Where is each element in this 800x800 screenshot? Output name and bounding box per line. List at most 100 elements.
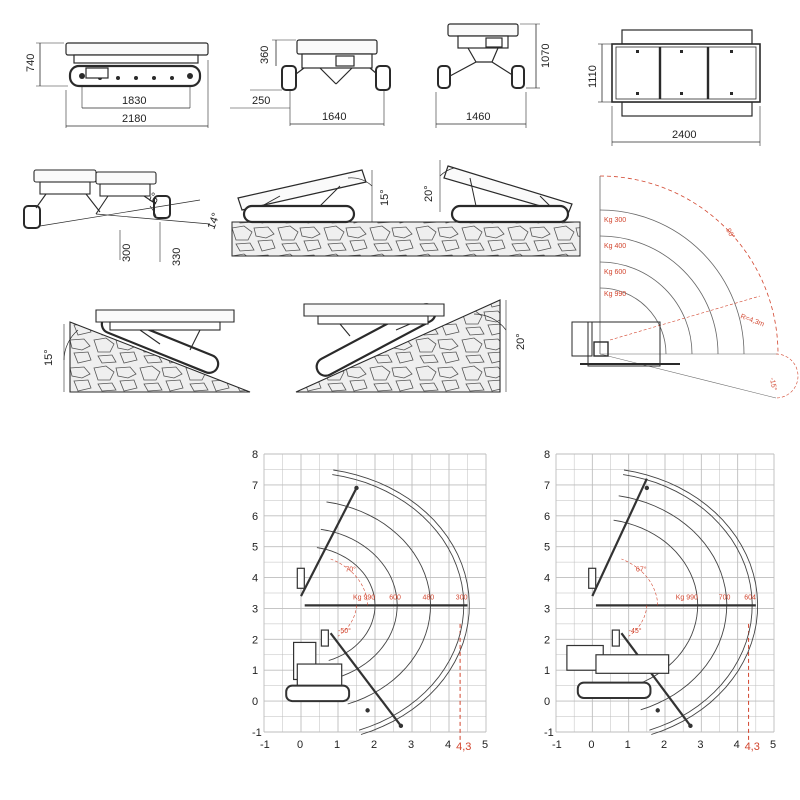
x-tick-label: -1 (552, 739, 562, 751)
hook-block (588, 567, 597, 589)
raised-angle-arc (330, 558, 368, 606)
reach-load-600: Kg 600 (604, 269, 626, 276)
boom-lowered (329, 632, 402, 727)
boom-pin (644, 485, 650, 491)
step-angle-large: 14° (206, 211, 223, 231)
lowered-width-label: 1640 (322, 111, 346, 123)
outer-reach-arc (623, 469, 759, 735)
tilt-right-machine (439, 160, 573, 224)
reach-side-label: -15° (768, 377, 778, 391)
machine-track (285, 684, 351, 703)
boom-lowered (620, 632, 692, 727)
side-height-label: 740 (25, 54, 37, 72)
raised-width-label: 1460 (466, 111, 490, 123)
y-tick-label: 2 (544, 634, 550, 646)
y-tick-label: 1 (544, 665, 550, 677)
y-tick-label: 2 (252, 634, 258, 646)
x-tick-label: 2 (661, 739, 667, 751)
reach-arc-label: 90° (724, 227, 736, 240)
load-arc (623, 474, 753, 731)
y-tick-label: 5 (252, 542, 258, 554)
x-tick-label: 5 (770, 739, 776, 751)
y-tick-label: 3 (544, 603, 550, 615)
y-tick-label: 0 (544, 696, 550, 708)
x-tick-label: 1 (334, 739, 340, 751)
boom-pin (655, 708, 660, 713)
boom-raised (300, 487, 358, 597)
y-tick-label: 5 (544, 542, 550, 554)
y-tick-label: 4 (252, 573, 258, 585)
raised-angle-label: 67° (636, 565, 647, 573)
top-length-label: 2400 (672, 129, 696, 141)
x-tick-label: 4 (445, 739, 451, 751)
top-view (598, 29, 761, 146)
slope-left-view (63, 309, 251, 393)
raised-height-label: 1070 (540, 44, 552, 68)
y-tick-label: -1 (252, 727, 262, 739)
hook-block (611, 629, 620, 647)
machine-track (576, 681, 652, 700)
hook-block (320, 629, 329, 647)
boom-raised (591, 478, 648, 597)
hook-block (296, 567, 305, 589)
step-leveling-view (23, 169, 211, 262)
front-view-lowered (230, 39, 391, 126)
x-tick-label: 3 (697, 739, 703, 751)
load-arc (618, 495, 728, 711)
ground-clearance-label: 250 (252, 95, 270, 107)
y-tick-label: 6 (252, 511, 258, 523)
tilt-left-angle: 15° (379, 189, 391, 206)
x-tick-label: 5 (482, 739, 488, 751)
x-tick-label: -1 (260, 739, 270, 751)
step-angle-small: 5° (148, 191, 163, 205)
boom-pin (365, 708, 370, 713)
y-tick-label: -1 (544, 727, 554, 739)
y-tick-label: 8 (544, 449, 550, 461)
tilt-right-angle: 20° (423, 185, 435, 202)
side-view (36, 42, 209, 128)
reach-radius-label: R=4,3m (739, 313, 765, 328)
lowered-angle-label: -45° (629, 627, 642, 635)
y-tick-label: 3 (252, 603, 258, 615)
load-arc (332, 474, 465, 731)
x-tick-label: 1 (625, 739, 631, 751)
x-tick-label: 0 (297, 739, 303, 751)
boom-pin (398, 723, 404, 729)
crane-reach-view (571, 175, 799, 399)
lowered-angle-arc (628, 605, 648, 637)
lowered-height-label: 360 (259, 46, 271, 64)
load-arc (326, 501, 431, 705)
boom-pin (688, 723, 693, 729)
track-length-label: 1830 (122, 95, 146, 107)
cobble-ground (231, 221, 581, 257)
top-width-label: 1110 (587, 65, 599, 88)
load-capacity-label: Kg 990 (353, 594, 375, 601)
y-tick-label: 7 (544, 480, 550, 492)
reach-load-400: Kg 400 (604, 243, 626, 250)
raised-angle-label: 70° (345, 565, 356, 573)
x-tick-label: 4 (734, 739, 740, 751)
y-tick-label: 8 (252, 449, 258, 461)
raised-angle-arc (621, 558, 659, 606)
x-tick-label: 3 (408, 739, 414, 751)
total-length-label: 2180 (122, 113, 146, 125)
lowered-angle-label: -50° (338, 627, 351, 635)
slope-left-angle: 15° (43, 349, 55, 366)
slope-right-view (295, 299, 507, 393)
load-capacity-label: 604 (744, 594, 756, 601)
y-tick-label: 7 (252, 480, 258, 492)
machine-cab (595, 654, 670, 674)
y-tick-label: 6 (544, 511, 550, 523)
load-arc (316, 547, 376, 661)
reach-load-300: Kg 300 (604, 217, 626, 224)
y-tick-label: 1 (252, 665, 258, 677)
reach-load-990: Kg 990 (604, 291, 626, 298)
y-tick-label: 4 (544, 573, 550, 585)
max-reach-label: 4,3 (456, 741, 471, 753)
machine-cab (296, 663, 343, 687)
outer-reach-arc (333, 469, 470, 735)
front-view-raised (435, 23, 540, 128)
